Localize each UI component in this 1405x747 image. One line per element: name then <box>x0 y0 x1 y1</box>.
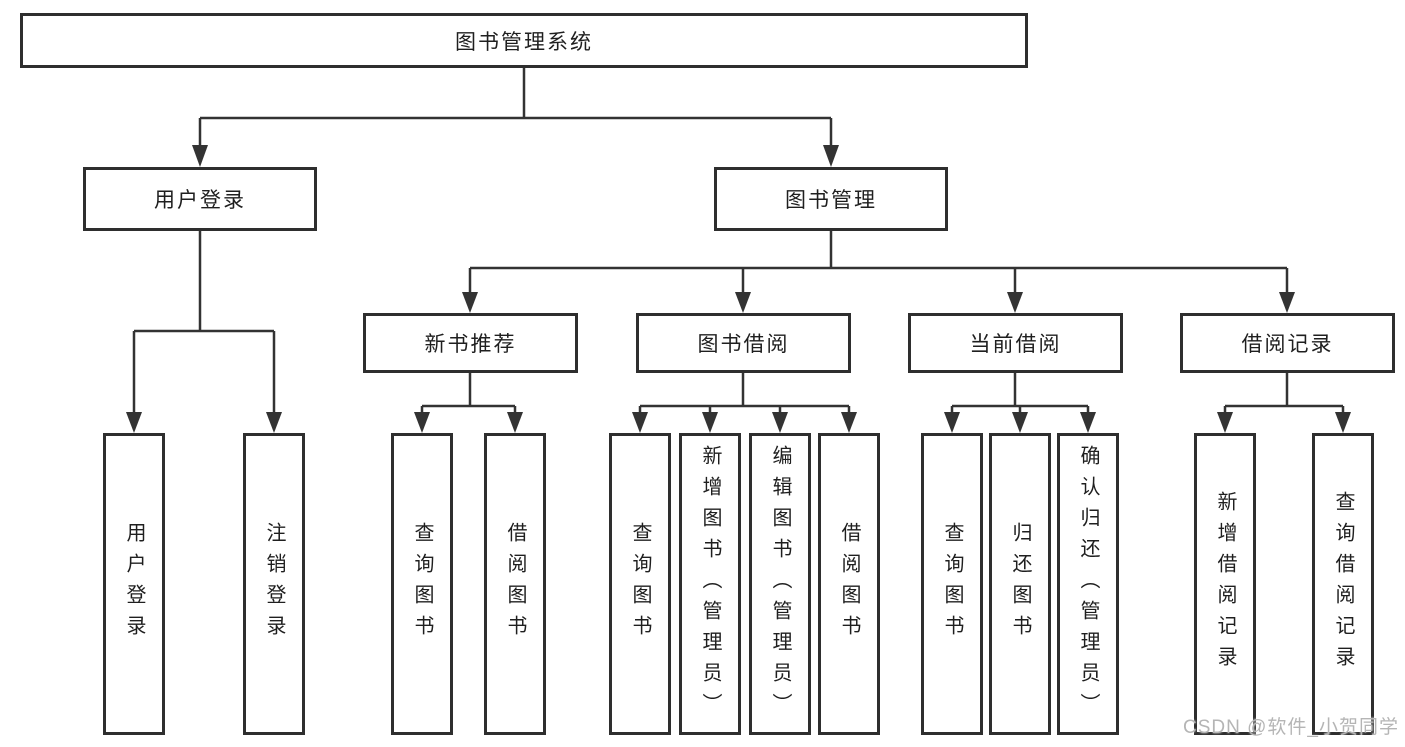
leaf-label: 用户登录 <box>123 522 145 646</box>
node-label: 图书借阅 <box>697 333 790 356</box>
leaf-label: 新增借阅记录 <box>1214 491 1236 677</box>
leaf-label: 新增图书（管理员） <box>699 444 721 724</box>
leaf-edit-books-admin: 编辑图书（管理员） <box>749 433 811 735</box>
node-label: 新书推荐 <box>424 333 517 356</box>
csdn-watermark: CSDN @软件_小贺同学 <box>1183 717 1399 738</box>
leaf-label: 查询图书 <box>411 522 433 646</box>
leaf-borrow-books-2: 借阅图书 <box>818 433 880 735</box>
node-library-management-system: 图书管理系统 <box>20 13 1028 68</box>
leaf-query-borrow-record: 查询借阅记录 <box>1312 433 1374 735</box>
leaf-label: 查询图书 <box>941 522 963 646</box>
leaf-query-books-3: 查询图书 <box>921 433 983 735</box>
node-label: 当前借阅 <box>969 333 1062 356</box>
node-label: 用户登录 <box>154 189 246 212</box>
leaf-query-books-2: 查询图书 <box>609 433 671 735</box>
leaf-label: 查询借阅记录 <box>1332 491 1354 677</box>
node-borrowing-records: 借阅记录 <box>1180 313 1395 373</box>
leaf-label: 编辑图书（管理员） <box>769 444 791 724</box>
node-label: 借阅记录 <box>1241 333 1334 356</box>
node-book-management: 图书管理 <box>714 167 948 231</box>
node-label: 图书管理系统 <box>455 30 593 54</box>
leaf-label: 查询图书 <box>629 522 651 646</box>
node-new-book-recommendation: 新书推荐 <box>363 313 578 373</box>
leaf-confirm-return-admin: 确认归还（管理员） <box>1057 433 1119 735</box>
leaf-add-books-admin: 新增图书（管理员） <box>679 433 741 735</box>
leaf-query-books-1: 查询图书 <box>391 433 453 735</box>
node-label: 图书管理 <box>785 189 877 212</box>
leaf-label: 借阅图书 <box>504 522 526 646</box>
leaf-label: 确认归还（管理员） <box>1077 444 1099 724</box>
node-user-login: 用户登录 <box>83 167 317 231</box>
leaf-borrow-books-1: 借阅图书 <box>484 433 546 735</box>
leaf-user-login: 用户登录 <box>103 433 165 735</box>
node-book-borrowing: 图书借阅 <box>636 313 851 373</box>
leaf-logout-login: 注销登录 <box>243 433 305 735</box>
leaf-label: 归还图书 <box>1009 522 1031 646</box>
leaf-add-borrow-record: 新增借阅记录 <box>1194 433 1256 735</box>
leaf-label: 借阅图书 <box>838 522 860 646</box>
leaf-label: 注销登录 <box>263 522 285 646</box>
node-current-borrowing: 当前借阅 <box>908 313 1123 373</box>
leaf-return-books: 归还图书 <box>989 433 1051 735</box>
